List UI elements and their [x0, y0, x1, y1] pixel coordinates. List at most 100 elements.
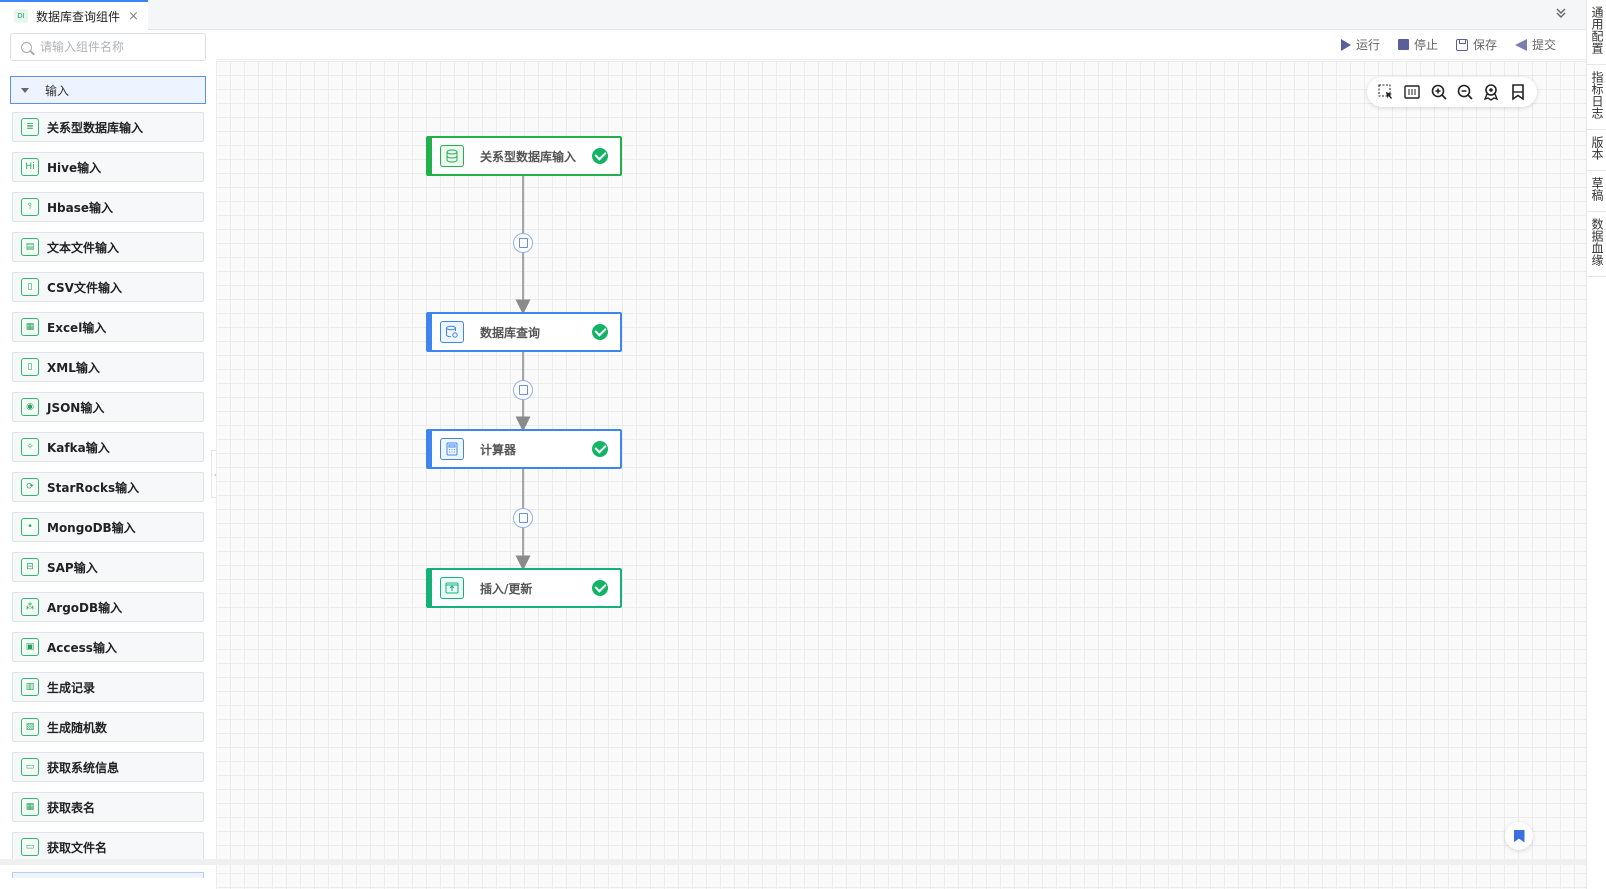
fit-view-icon[interactable] — [1403, 83, 1421, 101]
sap-icon: ⊟ — [21, 558, 39, 576]
component-label: JSON输入 — [47, 400, 105, 415]
component-label: 生成记录 — [47, 680, 96, 695]
component-item[interactable]: Hi Hive输入 — [12, 152, 204, 182]
component-item[interactable]: ▤ 文本文件输入 — [12, 232, 204, 262]
horizontal-scrollbar[interactable] — [0, 859, 1586, 865]
component-item[interactable]: ▯CSV文件输入 — [12, 272, 204, 302]
right-panel-label: 版本 — [1590, 136, 1604, 160]
component-item[interactable]: ✧Kafka输入 — [12, 432, 204, 462]
component-item[interactable]: ▭ 获取系统信息 — [12, 752, 204, 782]
submit-button[interactable]: 提交 — [1514, 36, 1556, 53]
right-panel-data-lineage[interactable]: 数据血缘 — [1587, 212, 1606, 277]
text-file-icon: ▤ — [21, 238, 39, 256]
node-relational-db-input[interactable]: 关系型数据库输入 — [426, 136, 622, 176]
right-panel-draft[interactable]: 草稿 — [1587, 171, 1606, 212]
file-name-icon: ▭ — [21, 838, 39, 856]
tab-bar: DI 数据库查询组件 × — [0, 0, 1586, 30]
stop-button[interactable]: 停止 — [1397, 36, 1438, 53]
node-label: 计算器 — [480, 442, 517, 457]
right-panel-metric-log[interactable]: 指标日志 — [1587, 65, 1606, 130]
bookmark-icon[interactable] — [1509, 83, 1527, 101]
component-item[interactable]: ⊟ SAP输入 — [12, 552, 204, 582]
search-input[interactable] — [40, 40, 190, 54]
calculator-icon — [440, 438, 464, 460]
group-input-header[interactable]: 输入 — [10, 76, 206, 104]
component-item[interactable]: ▯XML输入 — [12, 352, 204, 382]
caret-down-icon — [21, 87, 29, 93]
component-label: MongoDB输入 — [47, 520, 136, 535]
component-label: ArgoDB输入 — [47, 600, 123, 615]
copy-edge-icon[interactable] — [513, 233, 533, 253]
component-item[interactable]: ▭ 获取文件名 — [12, 832, 204, 862]
component-label: Excel输入 — [47, 320, 107, 335]
right-panel: 通用配置 指标日志 版本 草稿 数据血缘 — [1586, 0, 1606, 889]
component-panel: 输入 ≣关系型数据库输入 Hi Hive输入 ⫯ Hbase输入 ▤ 文本文件输入 ▯CSV文… — [0, 30, 216, 889]
node-calculator[interactable]: 计算器 — [426, 429, 622, 469]
table-name-icon: ▦ — [21, 798, 39, 816]
database-icon: ≣ — [21, 118, 39, 136]
component-item[interactable]: ▥ 生成记录 — [12, 672, 204, 702]
right-panel-label: 数据血缘 — [1590, 218, 1604, 266]
copy-edge-icon[interactable] — [513, 508, 533, 528]
component-label: Hive输入 — [47, 160, 102, 175]
component-label: 生成随机数 — [47, 720, 108, 735]
component-label: Hbase输入 — [47, 200, 114, 215]
insert-update-icon — [440, 577, 464, 599]
node-insert-update[interactable]: 插入/更新 — [426, 568, 622, 608]
bookmark-float-button[interactable] — [1505, 822, 1533, 850]
component-item[interactable]: ◉JSON输入 — [12, 392, 204, 422]
canvas-toolbar: 运行 停止 保存 提交 — [216, 30, 1586, 60]
system-info-icon: ▭ — [21, 758, 39, 776]
access-icon: ▣ — [21, 638, 39, 656]
run-label: 运行 — [1355, 38, 1380, 52]
xml-icon: ▯ — [21, 358, 39, 376]
select-icon[interactable] — [1377, 83, 1395, 101]
stop-label: 停止 — [1413, 38, 1438, 52]
node-label: 插入/更新 — [480, 581, 533, 596]
node-database-query[interactable]: 数据库查询 — [426, 312, 622, 352]
tab-database-query[interactable]: DI 数据库查询组件 × — [0, 0, 148, 30]
hbase-icon: ⫯ — [21, 198, 39, 216]
right-panel-label: 草稿 — [1590, 177, 1604, 201]
component-item[interactable]: ▣ Access输入 — [12, 632, 204, 662]
right-panel-general-config[interactable]: 通用配置 — [1587, 0, 1606, 65]
zoom-in-icon[interactable] — [1430, 83, 1448, 101]
component-label: 获取表名 — [47, 800, 96, 815]
component-item[interactable]: ⟳StarRocks输入 — [12, 472, 204, 502]
copy-edge-icon[interactable] — [513, 380, 533, 400]
kafka-icon: ✧ — [21, 438, 39, 456]
chevron-double-down-icon[interactable] — [1554, 6, 1568, 24]
submit-label: 提交 — [1531, 38, 1556, 52]
search-box[interactable] — [10, 33, 206, 61]
component-item[interactable]: ▧生成随机数 — [12, 712, 204, 742]
component-item[interactable]: ⁂ ArgoDB输入 — [12, 592, 204, 622]
close-icon[interactable]: × — [128, 8, 139, 24]
check-icon — [592, 580, 608, 596]
starrocks-icon: ⟳ — [21, 478, 39, 496]
component-item[interactable]: ▦ 获取表名 — [12, 792, 204, 822]
group-header-partial[interactable] — [12, 872, 204, 878]
hive-icon: Hi — [21, 158, 39, 176]
component-label: 获取系统信息 — [47, 760, 120, 775]
locate-icon[interactable] — [1482, 83, 1500, 101]
tab-label: 数据库查询组件 — [36, 9, 121, 24]
component-item[interactable]: •MongoDB输入 — [12, 512, 204, 542]
generate-record-icon: ▥ — [21, 678, 39, 696]
component-list: ≣关系型数据库输入 Hi Hive输入 ⫯ Hbase输入 ▤ 文本文件输入 ▯CSV文件输入… — [12, 112, 204, 878]
right-panel-version[interactable]: 版本 — [1587, 130, 1606, 171]
csv-file-icon: ▯ — [21, 278, 39, 296]
save-icon — [1455, 38, 1468, 51]
component-label: Access输入 — [47, 640, 117, 655]
argodb-icon: ⁂ — [21, 598, 39, 616]
run-button[interactable]: 运行 — [1340, 36, 1380, 53]
flow-canvas[interactable] — [216, 61, 1586, 889]
save-button[interactable]: 保存 — [1455, 36, 1497, 53]
component-item[interactable]: ⫯ Hbase输入 — [12, 192, 204, 222]
component-label: SAP输入 — [47, 560, 98, 575]
database-icon — [440, 145, 464, 167]
zoom-out-icon[interactable] — [1456, 83, 1474, 101]
component-item[interactable]: ▦Excel输入 — [12, 312, 204, 342]
component-label: 获取文件名 — [47, 840, 108, 855]
component-label: 文本文件输入 — [47, 240, 120, 255]
component-item[interactable]: ≣关系型数据库输入 — [12, 112, 204, 142]
